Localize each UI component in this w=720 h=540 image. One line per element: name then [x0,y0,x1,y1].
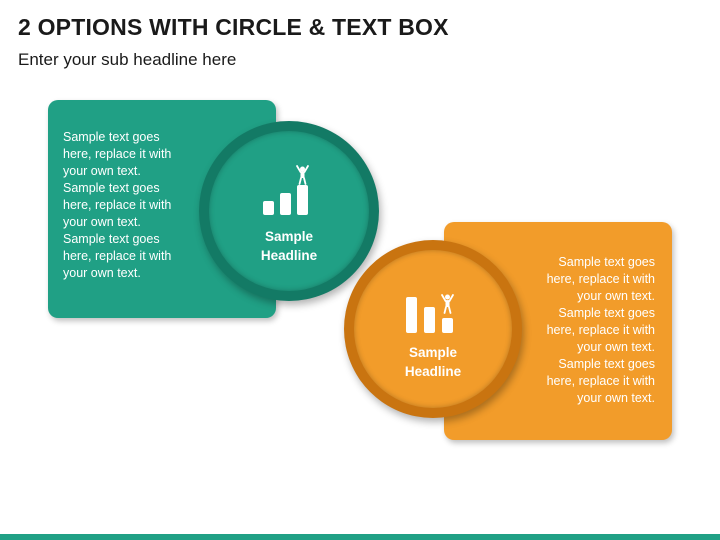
headline-line: Sample [408,345,458,360]
text-line: your own text. [577,289,655,303]
decline-bar-chart-person-icon [406,294,454,333]
text-line: here, replace it with [546,374,655,388]
text-line: here, replace it with [546,272,655,286]
headline-line: Headline [404,364,462,379]
option-2-text: Sample text goes here, replace it with y… [505,254,655,407]
text-line: your own text. [577,391,655,405]
text-line: here, replace it with [63,198,172,212]
text-line: here, replace it with [546,323,655,337]
option-1-circle: Sample Headline [199,121,379,301]
headline-line: Sample [264,229,314,244]
text-line: your own text. [63,266,141,280]
text-line: your own text. [577,340,655,354]
page-subtitle: Enter your sub headline here [18,50,237,69]
text-line: Sample text goes [63,130,160,144]
text-line: Sample text goes [558,306,655,320]
text-line: your own text. [63,164,141,178]
text-line: Sample text goes [558,357,655,371]
text-line: your own text. [63,215,141,229]
text-line: Sample text goes [558,255,655,269]
option-1-text: Sample text goes here, replace it with y… [63,129,203,282]
page-title: 2 OPTIONS WITH CIRCLE & TEXT BOX [18,14,449,40]
option-2-circle: Sample Headline [344,240,522,418]
option-1-headline: Sample Headline [199,227,379,265]
bottom-accent-bar [0,534,720,540]
headline-line: Headline [260,248,318,263]
text-line: here, replace it with [63,249,172,263]
text-line: Sample text goes [63,181,160,195]
text-line: here, replace it with [63,147,172,161]
option-2-headline: Sample Headline [344,343,522,381]
text-line: Sample text goes [63,232,160,246]
growth-bar-chart-person-icon [263,165,309,215]
